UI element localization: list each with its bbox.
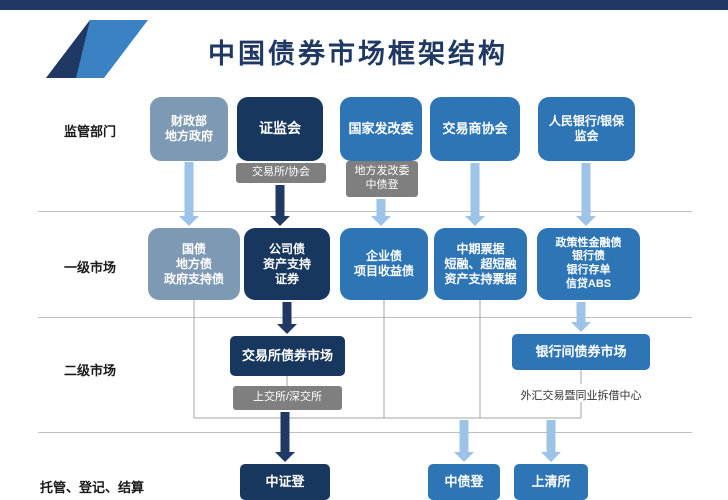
arrow-down-icon	[465, 163, 485, 226]
decorative-flag-wedge	[46, 20, 90, 78]
box-primary-corp-bonds: 公司债 资产支持 证券	[244, 228, 330, 300]
box-secondary-interbank-market: 银行间债券市场	[512, 334, 650, 370]
box-regulator-csrc: 证监会	[237, 97, 323, 161]
arrow-down-icon	[576, 163, 596, 226]
box-regulator-ndrc-sub: 地方发改委 中债登	[346, 161, 418, 197]
decorative-flag	[46, 20, 148, 78]
box-regulator-ndrc-label: 国家发改委	[348, 120, 414, 136]
section-label-custody: 托管、登记、结算	[40, 480, 145, 495]
box-regulator-ndrc-sub-label: 地方发改委 中债登	[354, 165, 410, 191]
box-primary-corp-bonds-label: 公司债 资产支持 证券	[262, 241, 311, 286]
box-secondary-interbank-market-label: 银行间债券市场	[535, 343, 627, 359]
box-secondary-exchange-market-label: 交易所债券市场	[241, 347, 333, 363]
box-primary-mtn-label: 中期票据 短融、超短融 资产支持票据	[444, 241, 517, 286]
box-regulator-pboc-label: 人民银行/银保 监会	[548, 114, 625, 143]
box-regulator-csrc-sub: 交易所/协会	[236, 163, 326, 183]
box-primary-policy-bank: 政策性金融债 银行债 银行存单 信贷ABS	[537, 228, 640, 300]
box-regulator-nafmii: 交易商协会	[430, 97, 520, 161]
box-primary-enterprise-bonds-label: 企业债 项目收益债	[353, 249, 414, 278]
arrow-down-icon	[371, 199, 391, 226]
page-title: 中国债券市场框架结构	[208, 39, 508, 69]
box-regulator-nafmii-label: 交易商协会	[442, 120, 508, 136]
section-label-regulators: 监管部门	[64, 124, 117, 139]
box-secondary-exchange-market: 交易所债券市场	[230, 336, 345, 376]
box-custody-shch-label: 上清所	[531, 473, 571, 489]
arrow-down-icon	[270, 185, 290, 226]
box-regulator-mof: 财政部 地方政府	[150, 97, 228, 161]
box-regulator-csrc-sub-label: 交易所/协会	[251, 166, 311, 179]
box-custody-ccdc-label: 中债登	[444, 473, 484, 489]
section-label-secondary: 二级市场	[64, 363, 117, 378]
box-custody-ccdc: 中债登	[428, 464, 500, 500]
section-label-primary: 一级市场	[64, 260, 117, 275]
box-primary-mtn: 中期票据 短融、超短融 资产支持票据	[434, 228, 527, 300]
box-primary-govt-bonds-label: 国债 地方债 政府支持债	[163, 241, 224, 286]
box-secondary-exchange-sub: 上交所/深交所	[233, 386, 342, 410]
box-primary-enterprise-bonds: 企业债 项目收益债	[340, 228, 428, 300]
box-custody-csdc-label: 中证登	[265, 473, 305, 489]
box-regulator-mof-label: 财政部 地方政府	[164, 114, 213, 143]
box-regulator-csrc-label: 证监会	[259, 120, 301, 137]
box-custody-shch: 上清所	[514, 464, 588, 500]
box-regulator-ndrc: 国家发改委	[340, 97, 422, 161]
box-regulator-pboc: 人民银行/银保 监会	[538, 97, 635, 161]
box-primary-policy-bank-label: 政策性金融债 银行债 银行存单 信贷ABS	[555, 236, 622, 290]
top-accent-bar	[0, 0, 728, 10]
secondary-interbank-sub-text: 外汇交易暨同业拆借中心	[520, 390, 642, 402]
arrow-down-icon	[179, 162, 199, 226]
decorative-flag-shape	[46, 20, 148, 78]
box-custody-csdc: 中证登	[240, 464, 330, 500]
box-primary-govt-bonds: 国债 地方债 政府支持债	[148, 228, 240, 300]
arrow-down-icon	[454, 420, 474, 462]
arrow-down-icon	[571, 302, 591, 332]
arrow-down-icon	[541, 420, 561, 462]
box-secondary-exchange-sub-label: 上交所/深交所	[252, 391, 323, 404]
arrow-down-icon	[277, 302, 297, 334]
arrow-down-icon	[275, 412, 295, 462]
